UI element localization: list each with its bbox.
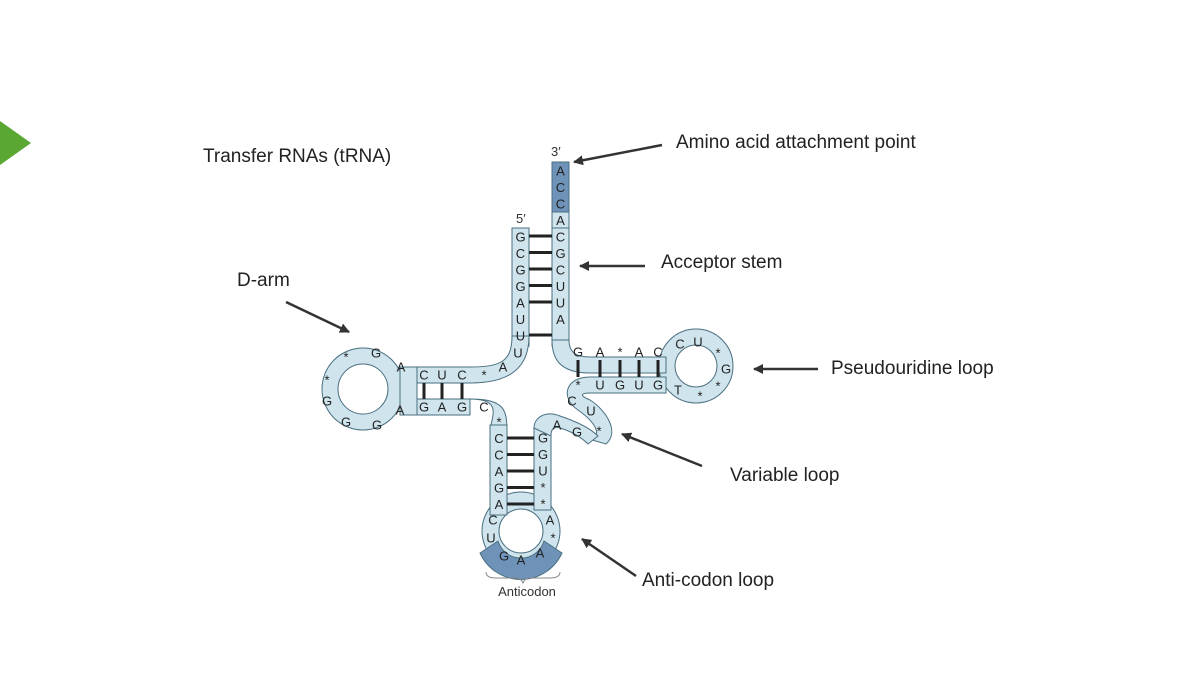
variable-loop-nucleotide: U: [586, 404, 595, 419]
tpsic-loop-nucleotide: *: [715, 379, 720, 394]
acceptor-5-nucleotide: C: [516, 246, 525, 261]
anticodon-loop-nucleotide: C: [488, 513, 497, 528]
tpsic-arm-nucleotide: A: [635, 345, 644, 360]
strand-bands: [399, 227, 667, 516]
anticodon-stem-nucleotide: G: [538, 431, 548, 446]
amino-acid-callout: Amino acid attachment point: [676, 132, 916, 153]
tpsic-arm-nucleotide: G: [615, 378, 625, 393]
d-arm-arrow: [285, 300, 350, 334]
tpsic-arm-nucleotide: *: [617, 345, 622, 360]
tpsic-arm-nucleotide: C: [653, 345, 662, 360]
variable-loop-arrow: [621, 432, 703, 468]
acceptor-5-nucleotide: A: [516, 296, 525, 311]
tpsic-loop-nucleotide: G: [721, 362, 731, 377]
anticodon-loop-nucleotide: A: [536, 546, 545, 561]
callout-arrows: [285, 143, 818, 578]
acceptor-3-nucleotide: C: [556, 180, 565, 195]
slide-title: Transfer RNAs (tRNA): [203, 146, 392, 167]
acceptor-3-nucleotide: A: [556, 164, 565, 179]
anticodon-loop-nucleotide: A: [517, 553, 526, 568]
variable-loop-nucleotide: G: [572, 425, 582, 440]
acceptor-5-nucleotide: U: [516, 329, 525, 344]
anticodon-highlight: [479, 540, 563, 580]
anticodon-loop-nucleotide: A: [546, 513, 555, 528]
acceptor-stem-callout: Acceptor stem: [661, 252, 783, 273]
anticodon-stem-nucleotide: *: [496, 415, 501, 430]
tpsic-arm-nucleotide: G: [573, 345, 583, 360]
tpsic-arm-nucleotide: A: [596, 345, 605, 360]
amino-acid-arrow: [573, 143, 663, 166]
variable-loop-nucleotide: A: [553, 418, 562, 433]
d-arm-callout: D-arm: [237, 270, 290, 291]
pseudouridine-callout: Pseudouridine loop: [831, 358, 994, 379]
anticodon-stem-nucleotide: C: [494, 448, 503, 463]
d-arm-nucleotide: *: [481, 368, 486, 383]
acceptor-3-nucleotide: A: [556, 213, 565, 228]
tpsic-arm-nucleotide: *: [575, 378, 580, 393]
d-loop-nucleotide: A: [396, 403, 405, 418]
anticodon-stem-nucleotide: A: [495, 497, 504, 512]
anticodon-stem-nucleotide: *: [540, 497, 545, 512]
d-arm-nucleotide: C: [419, 368, 428, 383]
variable-loop-callout: Variable loop: [730, 465, 840, 486]
d-loop-nucleotide: *: [324, 373, 329, 388]
d-arm-nucleotide: G: [419, 400, 429, 415]
anticodon-loop-arrow: [581, 537, 637, 578]
anticodon-stem-nucleotide: C: [494, 431, 503, 446]
d-loop-nucleotide: G: [371, 346, 381, 361]
acceptor-5-nucleotide: U: [516, 312, 525, 327]
loop-backgrounds: [321, 328, 734, 580]
d-loop-nucleotide: *: [343, 350, 348, 365]
acceptor-3-nucleotide: C: [556, 197, 565, 212]
anticodon-loop-callout: Anti-codon loop: [642, 570, 775, 591]
d-loop-nucleotide: A: [397, 360, 406, 375]
anticodon-loop-nucleotide: *: [550, 531, 555, 546]
tpsic-arm-nucleotide: G: [653, 378, 663, 393]
acceptor-3-nucleotide: U: [556, 279, 565, 294]
anticodon-stem-nucleotide: G: [494, 481, 504, 496]
acceptor-3-nucleotide: U: [556, 296, 565, 311]
d-arm-nucleotide: C: [479, 400, 488, 415]
anticodon-stem-nucleotide: A: [495, 464, 504, 479]
junction-nucleotide: U: [513, 346, 522, 361]
d-arm-nucleotide: U: [437, 368, 446, 383]
anticodon-stem-nucleotide: *: [540, 480, 545, 495]
acceptor-3-nucleotide: C: [556, 263, 565, 278]
tpsic-loop-nucleotide: *: [697, 389, 702, 404]
five-prime-label: 5′: [516, 211, 526, 226]
anticodon-loop-nucleotide: U: [486, 531, 495, 546]
d-loop-nucleotide: G: [322, 394, 332, 409]
variable-loop-nucleotide: *: [596, 424, 601, 439]
d-loop-nucleotide: G: [372, 418, 382, 433]
tpsic-loop-nucleotide: U: [693, 335, 702, 350]
anticodon-stem-nucleotide: U: [538, 464, 547, 479]
tpsic-loop-nucleotide: C: [675, 337, 684, 352]
junction-nucleotide: A: [499, 360, 508, 375]
slide-marker-triangle: [0, 121, 31, 165]
acceptor-3-nucleotide: G: [555, 246, 565, 261]
acceptor-5-nucleotide: G: [515, 279, 525, 294]
acceptor-5-nucleotide: G: [515, 263, 525, 278]
anticodon-label: Anticodon: [498, 584, 556, 599]
tpsic-loop-nucleotide: *: [715, 346, 720, 361]
d-arm-nucleotide: C: [457, 368, 466, 383]
anticodon-stem-nucleotide: G: [538, 447, 548, 462]
base-pair-bonds: [422, 234, 660, 506]
variable-loop-nucleotide: C: [567, 394, 576, 409]
acceptor-3-nucleotide: C: [556, 230, 565, 245]
acceptor-3-nucleotide: A: [556, 312, 565, 327]
three-prime-label: 3′: [551, 144, 561, 159]
tpsic-arm-nucleotide: U: [595, 378, 604, 393]
anticodon-loop-nucleotide: G: [499, 549, 509, 564]
d-arm-nucleotide: G: [457, 400, 467, 415]
tpsic-loop-nucleotide: T: [674, 383, 682, 398]
d-loop-nucleotide: G: [341, 415, 351, 430]
tpsic-arm-nucleotide: U: [634, 378, 643, 393]
d-arm-nucleotide: A: [438, 400, 447, 415]
acceptor-5-nucleotide: G: [515, 230, 525, 245]
anticodon-brace: [485, 571, 561, 585]
